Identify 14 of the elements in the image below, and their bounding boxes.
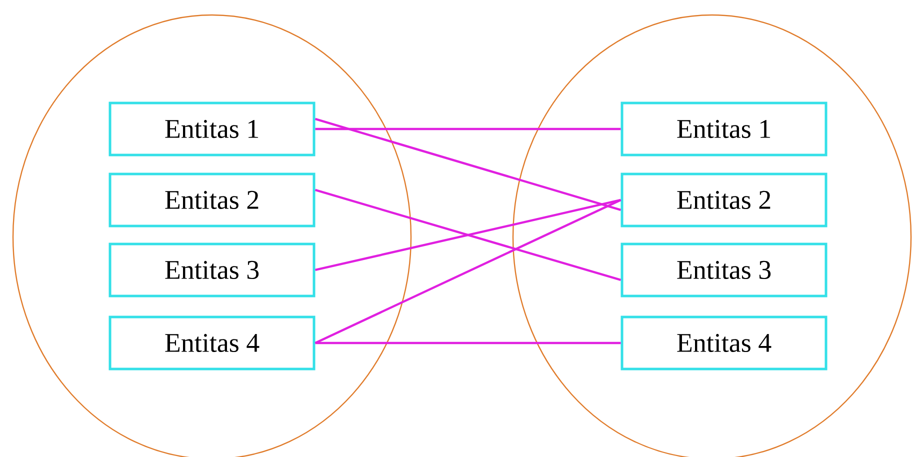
entity-box: Entitas 2	[108, 172, 316, 228]
entity-box: Entitas 1	[108, 102, 316, 156]
entity-box: Entitas 3	[620, 242, 828, 298]
connector-line	[314, 188, 622, 282]
connector-line	[315, 198, 621, 272]
entity-box: Entitas 1	[620, 102, 828, 156]
connector-line	[314, 199, 622, 344]
entity-box: Entitas 4	[620, 316, 828, 370]
entity-box: Entitas 4	[108, 316, 316, 370]
connector-line	[315, 128, 621, 130]
connector-line	[315, 342, 621, 344]
entity-box: Entitas 2	[620, 172, 828, 228]
entity-box: Entitas 3	[108, 242, 316, 298]
connector-line	[314, 118, 622, 212]
